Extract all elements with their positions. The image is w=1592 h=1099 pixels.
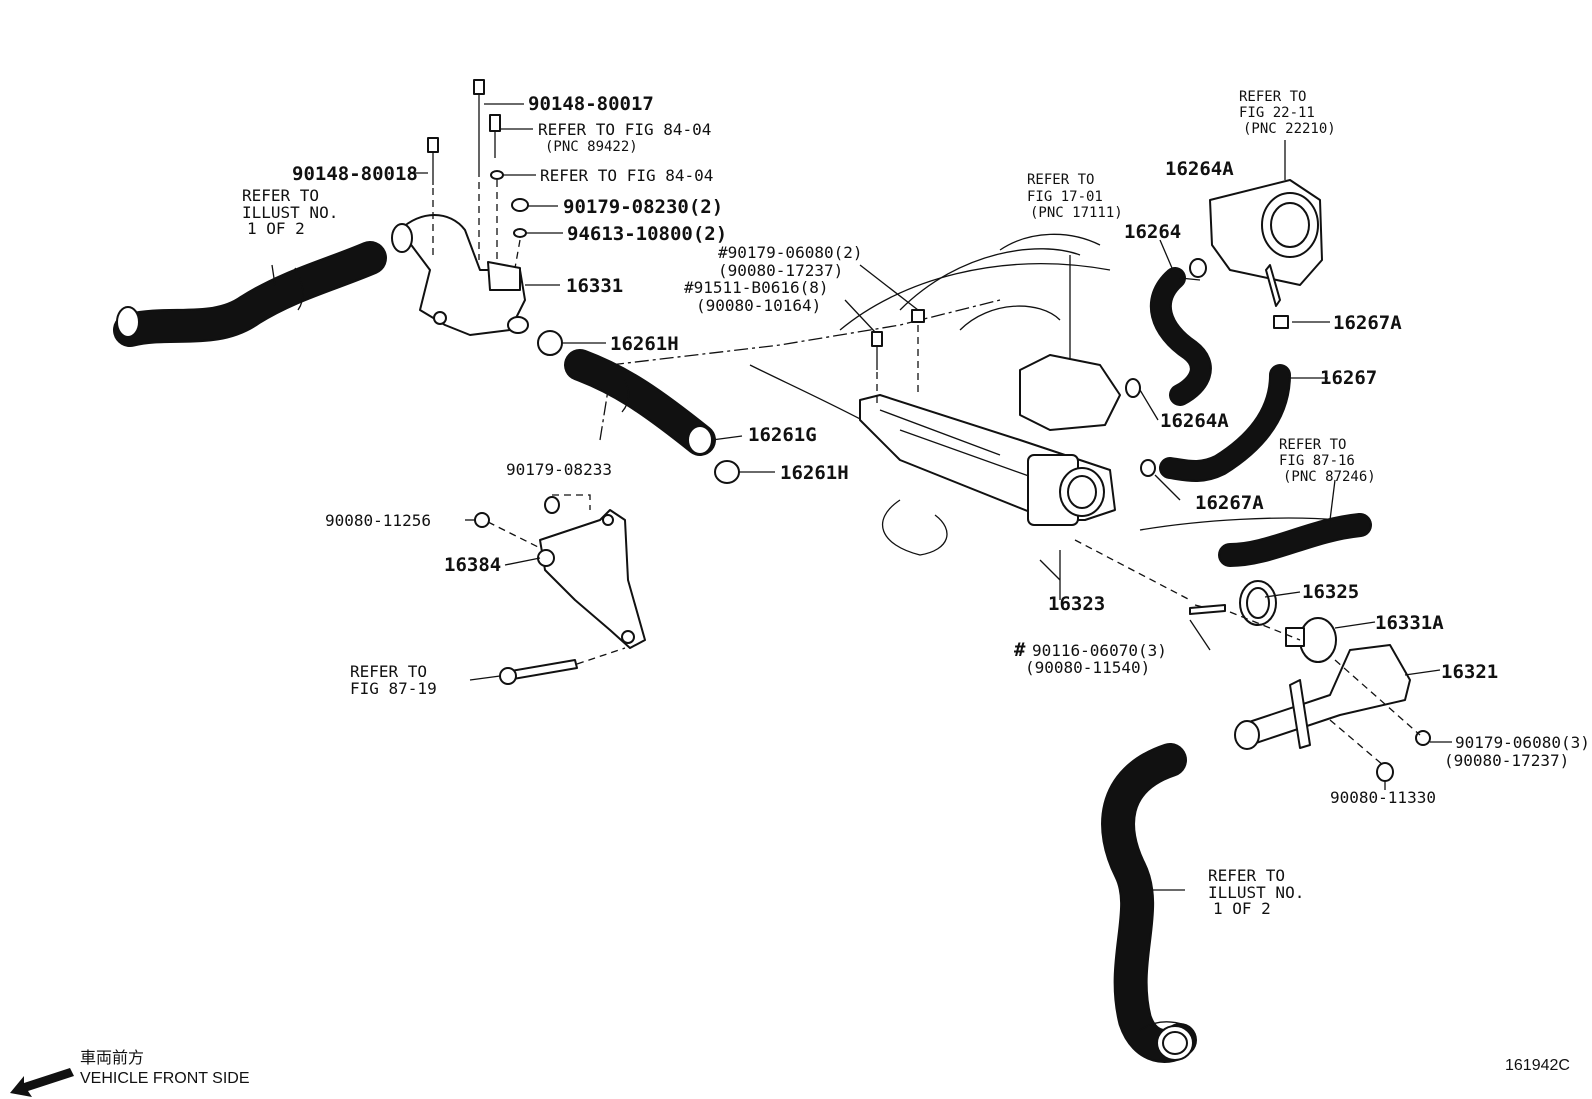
hose-16264	[1149, 267, 1212, 406]
label-16323: 16323	[1048, 593, 1105, 615]
label-91511-b0616: #91511-B0616(8)	[684, 278, 829, 297]
sensor-89422	[489, 114, 501, 132]
label-refer-84-04-b: REFER TO FIG 84-04	[540, 166, 713, 185]
label-90080-17237-a: (90080-17237)	[718, 261, 843, 280]
label-vehicle-front-jp: 車両前方	[80, 1049, 144, 1067]
label-16264A-upper: 16264A	[1165, 158, 1234, 180]
clamp-16267A-lower	[1140, 459, 1156, 477]
label-refer-illust-b-1: REFER TO	[1208, 866, 1285, 885]
label-90080-17237-b: (90080-17237)	[1444, 751, 1569, 770]
label-16321: 16321	[1441, 661, 1498, 683]
hose-16261G	[564, 349, 716, 456]
label-90179-08233: 90179-08233	[506, 460, 612, 479]
label-refer-87-16-2: FIG 87-16	[1279, 453, 1355, 469]
label-vehicle-front-side: VEHICLE FRONT SIDE	[80, 1070, 250, 1087]
label-refer-illust-1: REFER TO	[242, 186, 319, 205]
label-90080-11330: 90080-11330	[1330, 788, 1436, 807]
label-16267A-upper: 16267A	[1333, 312, 1402, 334]
label-90148-80018: 90148-80018	[292, 163, 418, 185]
label-refer-22-11-1: REFER TO	[1239, 89, 1306, 105]
gasket-84-04	[490, 170, 504, 180]
label-refer-87-19-2: FIG 87-19	[350, 679, 437, 698]
label-refer-84-04-a: REFER TO FIG 84-04	[538, 120, 711, 139]
label-refer-illust-b-2: ILLUST NO.	[1208, 883, 1304, 902]
washer-94613-10800	[513, 228, 527, 238]
thermostat-16331A	[1285, 617, 1337, 663]
label-16264: 16264	[1124, 221, 1181, 243]
label-16331: 16331	[566, 275, 623, 297]
lower-radiator-hose	[1101, 743, 1197, 1063]
label-refer-87-19-1: REFER TO	[350, 662, 427, 681]
clamp-16264A-lower	[1125, 378, 1141, 398]
intake-17111	[1019, 255, 1121, 431]
label-90080-11256: 90080-11256	[325, 511, 431, 530]
label-refer-87-16-1: REFER TO	[1279, 437, 1346, 453]
hose-16267	[1159, 364, 1291, 482]
illustration-code: 161942C	[1505, 1057, 1570, 1074]
clamp-16264A-upper	[1189, 258, 1207, 278]
label-refer-illust-b-3: 1 OF 2	[1213, 899, 1271, 918]
label-94613-10800: 94613-10800(2)	[567, 223, 727, 245]
engine-outline	[599, 233, 1341, 556]
label-pnc-17111: (PNC 17111)	[1030, 205, 1123, 221]
bolt-90148-80018-head	[427, 137, 439, 153]
clamp-16261H-upper	[537, 330, 563, 356]
label-refer-22-11-2: FIG 22-11	[1239, 105, 1315, 121]
label-90080-11540: (90080-11540)	[1025, 658, 1150, 677]
label-pnc-87246: (PNC 87246)	[1283, 469, 1376, 485]
label-90116-06070: 90116-06070(3)	[1032, 641, 1167, 660]
bolt-90148-80017-head	[473, 79, 485, 95]
label-refer-illust-2: ILLUST NO.	[242, 203, 338, 222]
water-inlet-16321	[1234, 644, 1411, 750]
label-90179-06080-a: #90179-06080(2)	[718, 243, 863, 262]
nut-90179-08233	[544, 496, 560, 514]
bolt-90080-11256	[474, 512, 490, 528]
bypass-pipe-16323	[859, 394, 1116, 526]
bolt-90080-11330	[1376, 762, 1394, 782]
clamp-16261H-lower	[714, 460, 740, 484]
throttle-body-22210	[1209, 140, 1323, 307]
label-16384: 16384	[444, 554, 501, 576]
label-16261H-upper: 16261H	[610, 333, 679, 355]
label-pnc-22210: (PNC 22210)	[1243, 121, 1336, 137]
water-outlet-16331	[391, 214, 529, 336]
label-refer-17-01-2: FIG 17-01	[1027, 189, 1103, 205]
label-90080-10164: (90080-10164)	[696, 296, 821, 315]
label-16331A: 16331A	[1375, 612, 1444, 634]
label-16267A-lower: 16267A	[1195, 492, 1264, 514]
label-16325: 16325	[1302, 581, 1359, 603]
nut-90179-06080-upper	[911, 309, 925, 323]
label-90179-06080-b: 90179-06080(3)	[1455, 733, 1590, 752]
label-pnc-89422: (PNC 89422)	[545, 139, 638, 155]
nut-90179-08230	[511, 198, 529, 212]
label-90148-80017: 90148-80017	[528, 93, 654, 115]
label-16261H-lower: 16261H	[780, 462, 849, 484]
label-refer-illust-3: 1 OF 2	[247, 219, 305, 238]
leader-lines	[410, 103, 1452, 891]
bracket-16384	[537, 509, 646, 649]
bolt-91511-b0616	[871, 331, 883, 347]
label-refer-17-01-1: REFER TO	[1027, 172, 1094, 188]
clamp-16267A-upper	[1273, 315, 1289, 329]
upper-radiator-hose	[113, 241, 387, 347]
label-16267: 16267	[1320, 367, 1377, 389]
label-hash-sign: #	[1014, 639, 1026, 661]
label-16264A-lower: 16264A	[1160, 410, 1229, 432]
label-90179-08230: 90179-08230(2)	[563, 196, 723, 218]
front-direction-arrow-icon	[10, 1068, 74, 1097]
label-16261G: 16261G	[748, 424, 817, 446]
